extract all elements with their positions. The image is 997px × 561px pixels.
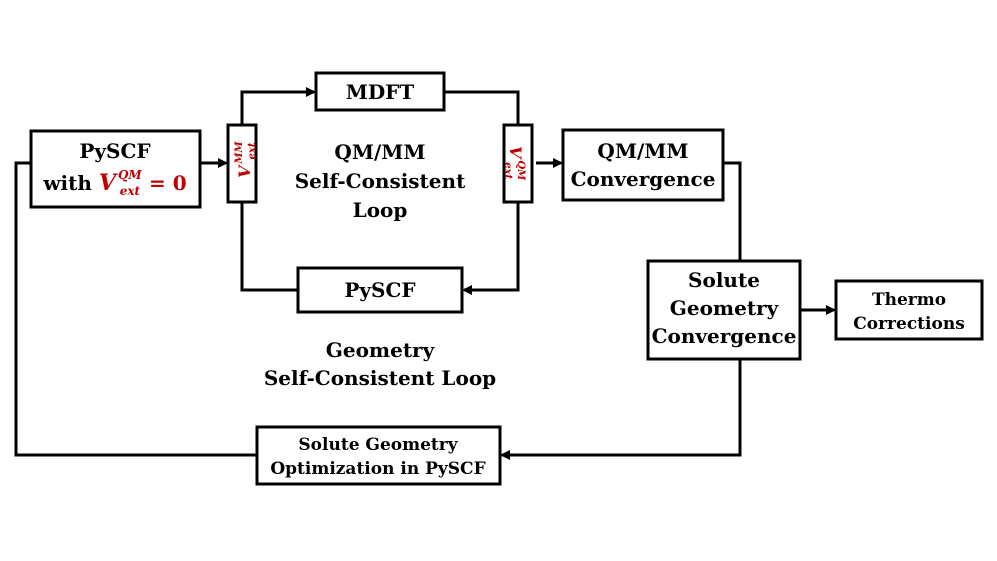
pyscf-loop-label: PySCF [344, 278, 415, 302]
qmmm-conv-line1: QM/MM [597, 139, 688, 163]
qmmm-loop-line3: Loop [353, 198, 408, 222]
connectors [14, 87, 836, 460]
thermo-line1: Thermo [872, 290, 946, 310]
qmmm-loop-line1: QM/MM [334, 140, 425, 164]
geom-conv-line2: Geometry [670, 296, 780, 320]
pyscf-init-line1: PySCF [79, 139, 150, 163]
wire-pyscf-to-vmm [240, 202, 298, 292]
geometry-loop-line2: Self-Consistent Loop [264, 366, 496, 390]
mdft-label: MDFT [346, 80, 415, 104]
arrow-vmm-to-mdft [240, 87, 316, 125]
thermo-line2: Corrections [853, 314, 965, 334]
mdft-node: MDFT [314, 71, 446, 112]
qmmm-conv-line2: Convergence [571, 167, 716, 191]
pyscf-loop-node: PySCF [296, 266, 464, 314]
qmmm-convergence-node: QM/MM Convergence [561, 128, 725, 202]
qmmm-loop-line2: Self-Consistent [295, 169, 466, 193]
geometry-loop-label: Geometry Self-Consistent Loop [264, 338, 496, 390]
thermo-corrections-node: Thermo Corrections [834, 279, 984, 341]
wire-mdft-to-vqm [444, 90, 520, 125]
geom-opt-line1: Solute Geometry [298, 435, 458, 455]
qmmm-loop-label: QM/MM Self-Consistent Loop [295, 140, 466, 222]
geometry-optimization-node: Solute Geometry Optimization in PySCF [255, 425, 502, 486]
solute-geometry-convergence-node: Solute Geometry Convergence [646, 259, 802, 361]
geom-conv-line3: Convergence [652, 324, 797, 348]
wire-conv-to-geomconv [723, 161, 742, 261]
arrow-geomconv-to-opt [500, 359, 742, 460]
geometry-loop-line1: Geometry [326, 338, 436, 362]
v-ext-qm-node: VQMext [502, 123, 534, 204]
wire-opt-to-pyscf [14, 161, 257, 457]
arrow-vqm-to-pyscf [462, 202, 520, 295]
v-ext-qm-label: VQMext [502, 146, 526, 181]
geom-opt-line2: Optimization in PySCF [270, 459, 485, 479]
geom-conv-line1: Solute [688, 268, 760, 292]
